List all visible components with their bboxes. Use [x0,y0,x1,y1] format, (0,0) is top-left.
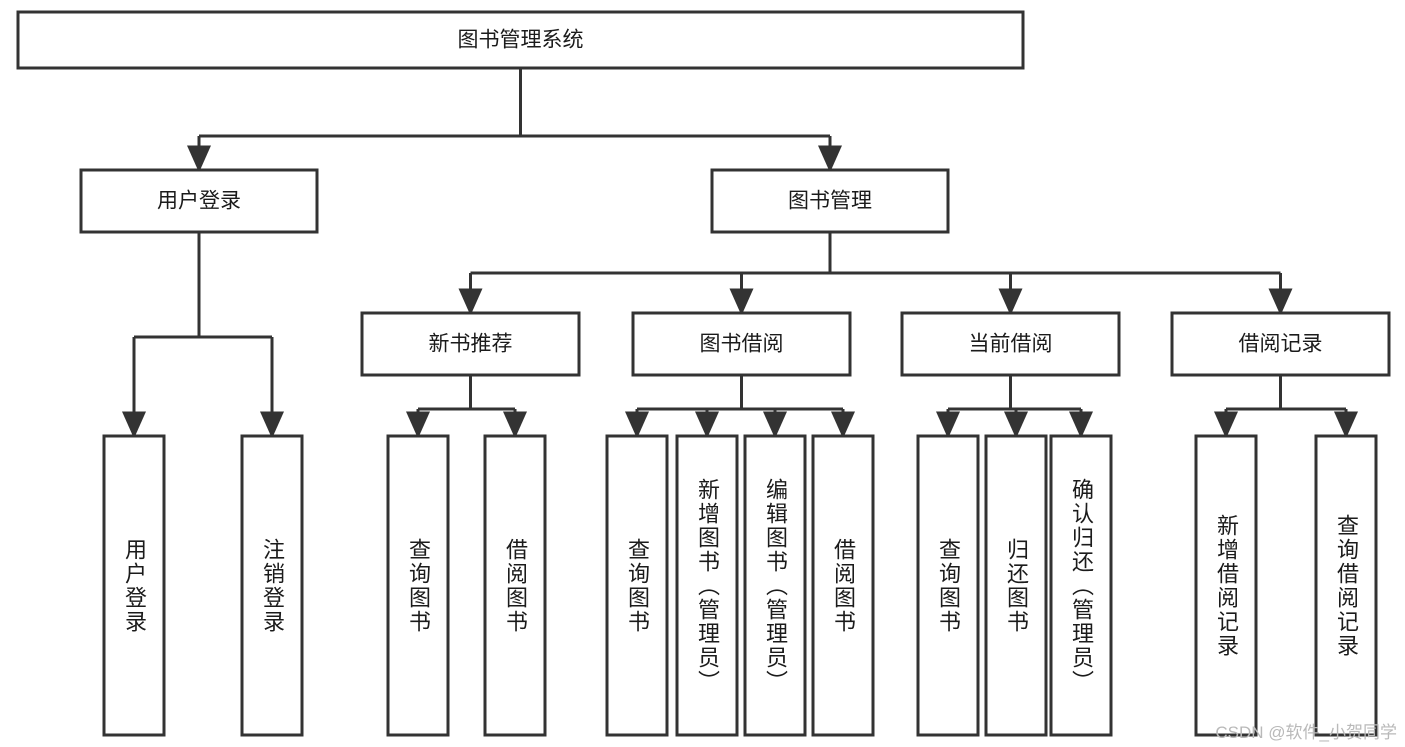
node-box-leaf-query-book-borrow[interactable] [605,434,669,737]
node-box-new-book-recommend[interactable] [360,311,581,377]
node-box-root[interactable] [16,10,1025,70]
node-box-leaf-user-login[interactable] [102,434,166,737]
node-box-leaf-add-borrow-record[interactable] [1194,434,1258,737]
node-box-current-borrow[interactable] [900,311,1121,377]
node-boxes [16,10,1391,737]
node-box-leaf-query-book-current[interactable] [916,434,980,737]
node-label-new-book-recommend: 新书推荐 [429,333,513,356]
node-box-leaf-query-book-recommend[interactable] [386,434,450,737]
node-label-user-login: 用户登录 [157,190,241,213]
node-label-borrow-records: 借阅记录 [1239,333,1323,356]
node-label-current-borrow: 当前借阅 [969,333,1053,356]
node-box-book-borrow[interactable] [631,311,852,377]
node-box-leaf-logout-login[interactable] [240,434,304,737]
node-box-user-login[interactable] [79,168,319,234]
node-label-book-management: 图书管理 [788,190,872,213]
node-label-book-borrow: 图书借阅 [700,333,784,356]
csdn-watermark: CSDN @软件_小贺同学 [1215,723,1397,742]
node-box-leaf-add-book-admin[interactable] [675,434,739,737]
node-box-borrow-records[interactable] [1170,311,1391,377]
node-box-leaf-edit-book-admin[interactable] [743,434,807,737]
node-label-root: 图书管理系统 [458,29,584,52]
connector-lines [122,68,1358,439]
node-box-leaf-query-borrow-record[interactable] [1314,434,1378,737]
node-box-book-management[interactable] [710,168,950,234]
node-box-leaf-borrow-book[interactable] [811,434,875,737]
node-box-leaf-borrow-book-recommend[interactable] [483,434,547,737]
node-box-leaf-return-book[interactable] [984,434,1048,737]
node-box-leaf-confirm-return-admin[interactable] [1049,434,1113,737]
